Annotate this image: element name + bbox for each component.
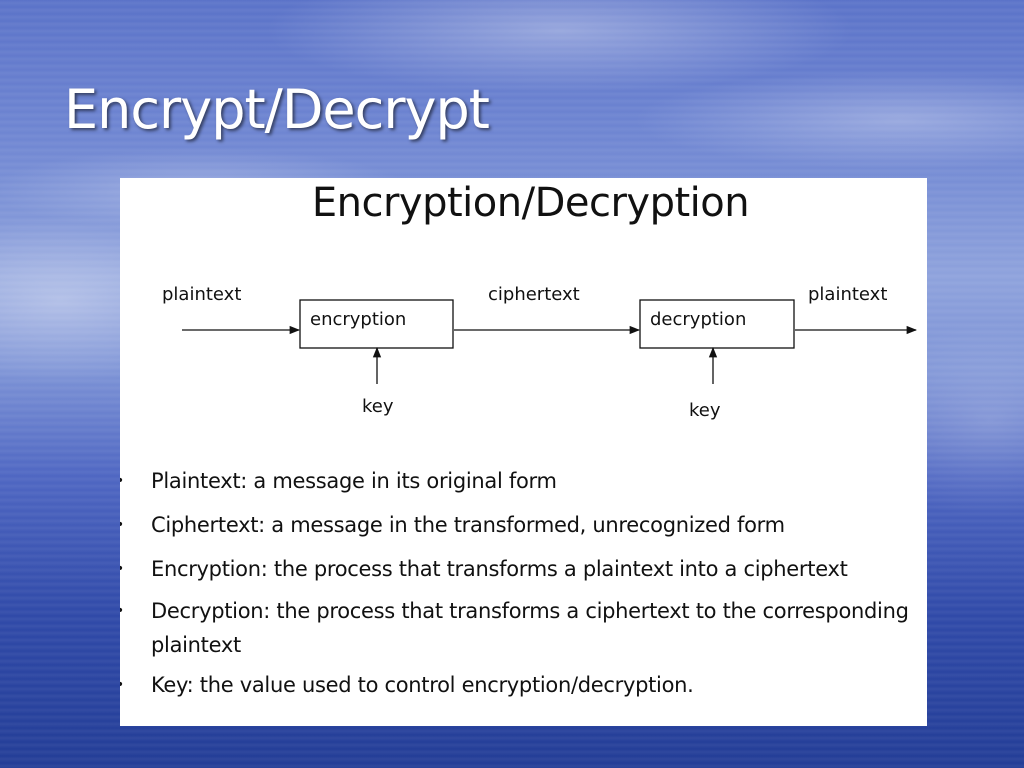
decryption-box-label: decryption — [650, 309, 747, 330]
figure-panel: Encryption/Decryption plaintext encrypti… — [120, 178, 927, 726]
ciphertext-label: ciphertext — [488, 284, 580, 305]
definition-item: • Key: the value used to control encrypti… — [120, 668, 927, 702]
encryption-box-label: encryption — [310, 309, 407, 330]
definition-text: Key: the value used to control encryptio… — [151, 673, 694, 697]
output-plaintext-label: plaintext — [808, 284, 888, 305]
input-plaintext-label: plaintext — [162, 284, 242, 305]
decryption-key-label: key — [689, 400, 721, 421]
encryption-box — [299, 299, 454, 349]
slide-title: Encrypt/Decrypt — [64, 78, 490, 141]
figure-heading: Encryption/Decryption — [311, 180, 750, 226]
bullet-icon: • — [120, 594, 124, 628]
definition-text: Ciphertext: a message in the transformed… — [151, 513, 785, 537]
bullet-icon: • — [120, 508, 124, 542]
definition-item: • Ciphertext: a message in the transforme… — [120, 508, 927, 542]
bullet-icon: • — [120, 464, 124, 498]
definition-item: • Plaintext: a message in its original fo… — [120, 464, 927, 498]
definition-item: • Decryption: the process that transforms… — [120, 594, 927, 662]
encryption-diagram: plaintext encryption ciphertext decrypti… — [120, 178, 927, 438]
definition-list: • Plaintext: a message in its original fo… — [120, 464, 927, 712]
definition-text: Encryption: the process that transforms … — [151, 557, 848, 581]
definition-text: Plaintext: a message in its original for… — [151, 469, 557, 493]
bullet-icon: • — [120, 668, 124, 702]
diagram-graphics — [182, 299, 918, 384]
bullet-icon: • — [120, 552, 124, 586]
definition-item: • Encryption: the process that transforms… — [120, 552, 927, 586]
definition-text: Decryption: the process that transforms … — [151, 599, 909, 657]
encryption-key-label: key — [362, 396, 394, 417]
